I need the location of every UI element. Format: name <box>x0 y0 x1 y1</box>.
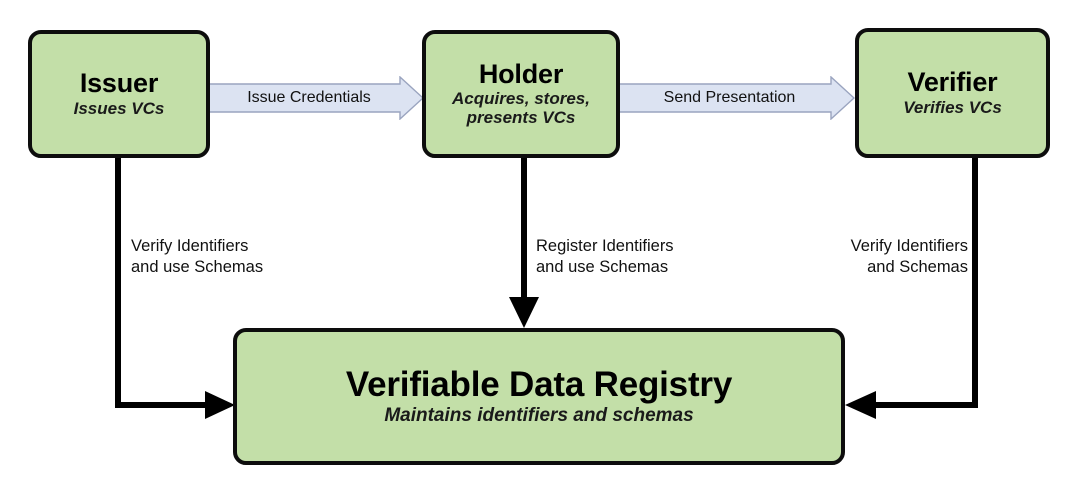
flow-arrow-send-presentation[interactable]: Send Presentation <box>618 76 855 120</box>
send-presentation-arrow-shape <box>618 76 855 120</box>
caption-verifier-to-registry: Verify Identifiers and Schemas <box>850 237 968 277</box>
issuer-title: Issuer <box>79 68 159 99</box>
connector-issuer-to-registry <box>115 158 235 419</box>
role-box-verifiable-data-registry[interactable]: Verifiable Data Registry Maintains ident… <box>233 328 845 465</box>
issuer-subtitle: Issues VCs <box>73 98 165 118</box>
verifier-title: Verifier <box>907 67 998 98</box>
send-presentation-label: Send Presentation <box>663 89 796 106</box>
caption-holder-to-registry: Register Identifiers and use Schemas <box>536 237 674 277</box>
issue-credentials-arrow-shape <box>208 76 424 120</box>
caption-issuer-to-registry: Verify Identifiers and use Schemas <box>131 237 264 277</box>
connector-verifier-to-registry <box>845 158 978 419</box>
holder-subtitle: Acquires, stores, presents VCs <box>452 89 590 128</box>
role-box-holder[interactable]: Holder Acquires, stores, presents VCs <box>422 30 620 158</box>
role-box-verifier[interactable]: Verifier Verifies VCs <box>855 28 1050 158</box>
registry-subtitle: Maintains identifiers and schemas <box>384 404 694 426</box>
holder-title: Holder <box>478 58 564 89</box>
issue-credentials-label: Issue Credentials <box>247 89 371 106</box>
role-box-issuer[interactable]: Issuer Issues VCs <box>28 30 210 158</box>
connector-holder-to-registry <box>509 158 539 328</box>
verifier-subtitle: Verifies VCs <box>903 97 1002 117</box>
registry-title: Verifiable Data Registry <box>345 365 733 405</box>
flow-arrow-issue-credentials[interactable]: Issue Credentials <box>208 76 424 120</box>
